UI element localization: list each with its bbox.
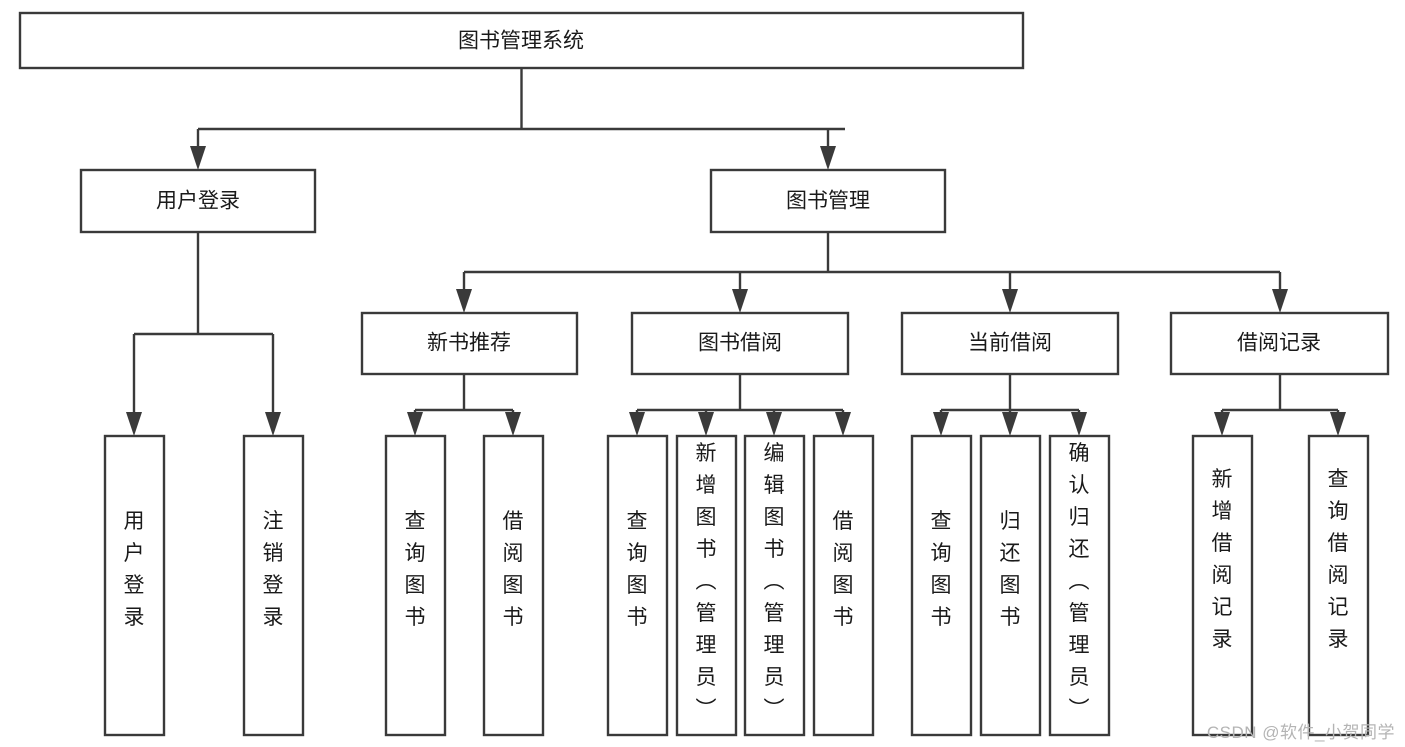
node-root-box[interactable] xyxy=(18,11,1025,70)
node-current-borrow[interactable]: 当前借阅 xyxy=(900,311,1120,376)
arrowhead-newbook xyxy=(456,289,472,313)
arrowhead-bookmgmt xyxy=(820,146,836,170)
leaf-new-book-1[interactable]: 查询图书 xyxy=(384,434,447,737)
arrowhead-bookborrow-c2 xyxy=(698,412,714,436)
node-book-management[interactable]: 图书管理 xyxy=(709,168,947,234)
leaf-book-borrow-3-label: 编辑图书︵管理员︶ xyxy=(764,442,785,721)
leaf-book-borrow-4-label: 借阅图书 xyxy=(833,510,854,629)
leaf-user-login-2-box[interactable] xyxy=(242,434,305,737)
leaf-book-borrow-2-label: 新增图书︵管理员︶ xyxy=(696,442,717,721)
leaf-book-borrow-3[interactable]: 编辑图书︵管理员︶ xyxy=(743,434,806,737)
leaf-new-book-1-box[interactable] xyxy=(384,434,447,737)
node-new-book-recommend-label: 新书推荐 xyxy=(427,332,511,355)
leaf-current-borrow-3-box[interactable] xyxy=(1048,434,1111,737)
leaf-borrow-records-2[interactable]: 查询借阅记录 xyxy=(1307,434,1370,737)
arrowhead-bookborrow-c3 xyxy=(766,412,782,436)
node-borrow-records-box[interactable] xyxy=(1169,311,1390,376)
arrowhead-bookborrow-c4 xyxy=(835,412,851,436)
leaf-borrow-records-1-label: 新增借阅记录 xyxy=(1212,468,1233,651)
leaf-current-borrow-1-label: 查询图书 xyxy=(931,510,952,629)
arrowhead-newbook-c1 xyxy=(407,412,423,436)
arrowhead-currentborrow-c1 xyxy=(933,412,949,436)
leaf-current-borrow-1[interactable]: 查询图书 xyxy=(910,434,973,737)
node-current-borrow-label: 当前借阅 xyxy=(968,332,1052,355)
arrowhead-borrowrecords-c2 xyxy=(1330,412,1346,436)
leaf-user-login-1-box[interactable] xyxy=(103,434,166,737)
node-new-book-recommend-box[interactable] xyxy=(360,311,579,376)
node-user-login-box[interactable] xyxy=(79,168,317,234)
leaf-current-borrow-3-label: 确认归还︵管理员︶ xyxy=(1069,442,1090,721)
leaf-current-borrow-3[interactable]: 确认归还︵管理员︶ xyxy=(1048,434,1111,737)
arrowhead-newbook-c2 xyxy=(505,412,521,436)
node-new-book-recommend[interactable]: 新书推荐 xyxy=(360,311,579,376)
node-book-borrow[interactable]: 图书借阅 xyxy=(630,311,850,376)
leaf-new-book-2-label: 借阅图书 xyxy=(503,510,524,629)
leaf-current-borrow-2-box[interactable] xyxy=(979,434,1042,737)
arrowhead-currentborrow-c3 xyxy=(1071,412,1087,436)
node-book-management-box[interactable] xyxy=(709,168,947,234)
leaf-user-login-1-label: 用户登录 xyxy=(124,510,145,629)
leaf-current-borrow-1-box[interactable] xyxy=(910,434,973,737)
leaf-book-borrow-1-label: 查询图书 xyxy=(627,510,648,629)
leaf-book-borrow-3-box[interactable] xyxy=(743,434,806,737)
leaf-user-login-1[interactable]: 用户登录 xyxy=(103,434,166,737)
node-book-borrow-label: 图书借阅 xyxy=(698,332,782,355)
node-book-management-label: 图书管理 xyxy=(786,190,870,213)
arrowhead-currentborrow-c2 xyxy=(1002,412,1018,436)
leaf-book-borrow-4-box[interactable] xyxy=(812,434,875,737)
node-book-borrow-box[interactable] xyxy=(630,311,850,376)
arrowhead-bookborrow xyxy=(732,289,748,313)
node-borrow-records-label: 借阅记录 xyxy=(1237,332,1321,355)
leaf-book-borrow-1[interactable]: 查询图书 xyxy=(606,434,669,737)
arrowhead-currentborrow xyxy=(1002,289,1018,313)
node-user-login-label: 用户登录 xyxy=(156,190,240,213)
leaf-new-book-2[interactable]: 借阅图书 xyxy=(482,434,545,737)
arrowhead-userlogin xyxy=(190,146,206,170)
leaf-book-borrow-2[interactable]: 新增图书︵管理员︶ xyxy=(675,434,738,737)
leaf-current-borrow-2[interactable]: 归还图书 xyxy=(979,434,1042,737)
leaf-book-borrow-2-box[interactable] xyxy=(675,434,738,737)
leaf-borrow-records-2-box[interactable] xyxy=(1307,434,1370,737)
arrowhead-bookborrow-c1 xyxy=(629,412,645,436)
leaf-book-borrow-1-box[interactable] xyxy=(606,434,669,737)
node-borrow-records[interactable]: 借阅记录 xyxy=(1169,311,1390,376)
node-root-label: 图书管理系统 xyxy=(458,30,584,53)
leaf-borrow-records-1[interactable]: 新增借阅记录 xyxy=(1191,434,1254,737)
leaf-book-borrow-4[interactable]: 借阅图书 xyxy=(812,434,875,737)
arrowhead-userlogin-c2 xyxy=(265,412,281,436)
node-current-borrow-box[interactable] xyxy=(900,311,1120,376)
leaf-new-book-1-label: 查询图书 xyxy=(405,510,426,629)
leaf-user-login-2-label: 注销登录 xyxy=(263,510,284,629)
node-user-login[interactable]: 用户登录 xyxy=(79,168,317,234)
leaf-borrow-records-1-box[interactable] xyxy=(1191,434,1254,737)
arrowhead-userlogin-c1 xyxy=(126,412,142,436)
arrowhead-borrowrecords xyxy=(1272,289,1288,313)
edge-layer xyxy=(126,68,1346,436)
leaf-user-login-2[interactable]: 注销登录 xyxy=(242,434,305,737)
leaf-new-book-2-box[interactable] xyxy=(482,434,545,737)
leaf-borrow-records-2-label: 查询借阅记录 xyxy=(1328,468,1349,651)
node-root[interactable]: 图书管理系统 xyxy=(18,11,1025,70)
leaf-current-borrow-2-label: 归还图书 xyxy=(1000,510,1021,629)
arrowhead-borrowrecords-c1 xyxy=(1214,412,1230,436)
